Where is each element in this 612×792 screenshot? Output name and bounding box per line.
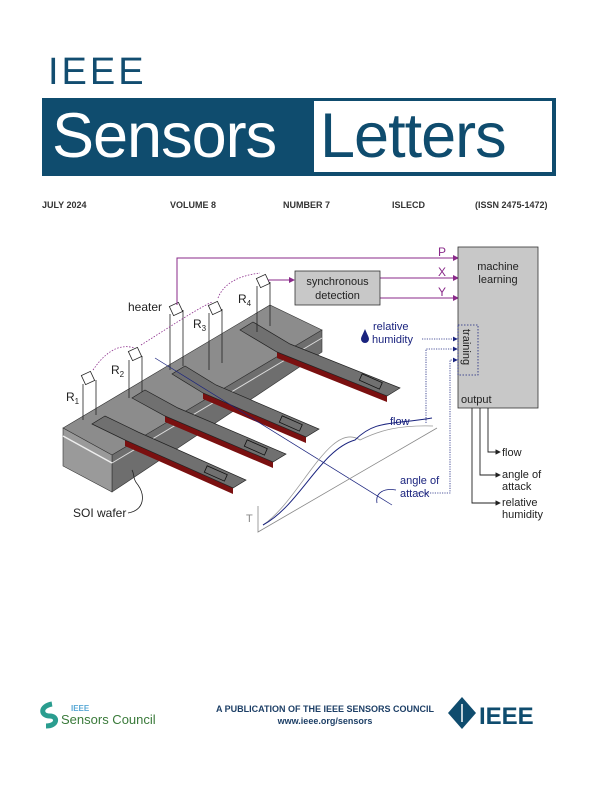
r3-label: R3 (193, 317, 207, 333)
flow-label: flow (390, 416, 410, 428)
r4-label: R4 (238, 292, 252, 308)
heater-label: heater (128, 300, 162, 314)
sensors-council-logo: IEEE Sensors Council (40, 701, 156, 729)
r2-label: R2 (111, 363, 125, 379)
cantilever-beams (91, 321, 401, 494)
journal-title-sensors: Sensors (52, 101, 277, 171)
svg-text:Sensors Council: Sensors Council (61, 712, 156, 727)
aoa-label1: angle of (400, 475, 440, 487)
output-aoa2: attack (502, 481, 532, 493)
machine-learning-box: machine learning training output (457, 246, 539, 409)
output-aoa1: angle of (502, 469, 542, 481)
synchronous-detection-box: synchronous detection (294, 270, 381, 306)
journal-code: ISLECD (392, 200, 426, 210)
beam-4 (239, 321, 401, 402)
svg-text:learning: learning (478, 274, 517, 286)
output-rh2: humidity (502, 509, 543, 521)
signal-p: P (438, 245, 446, 259)
temperature-graph: T (246, 417, 438, 533)
aoa-label2: attack (400, 488, 430, 500)
ieee-logo: IEEE (448, 697, 534, 730)
svg-text:detection: detection (315, 290, 360, 302)
journal-title-letters: Letters (320, 101, 507, 171)
probes (80, 273, 271, 420)
output-rh1: relative (502, 497, 537, 509)
beam-3 (171, 365, 320, 443)
signal-y: Y (438, 285, 446, 299)
issue-number: NUMBER 7 (283, 200, 331, 210)
output-flow: flow (502, 447, 522, 459)
issue-volume: VOLUME 8 (170, 200, 217, 210)
svg-text:IEEE: IEEE (71, 704, 90, 713)
svg-text:IEEE: IEEE (479, 703, 534, 730)
training-label: training (460, 329, 472, 365)
signal-x: X (438, 265, 446, 279)
soi-wafer-label: SOI wafer (73, 506, 126, 520)
svg-text:T: T (246, 513, 253, 525)
r1-label: R1 (66, 390, 80, 406)
publication-statement: A PUBLICATION OF THE IEEE SENSORS COUNCI… (215, 704, 434, 714)
beam-1 (91, 415, 247, 494)
title-white-box (314, 101, 552, 172)
rh-input-label2: humidity (372, 334, 413, 346)
water-drop-icon (361, 329, 369, 343)
svg-text:synchronous: synchronous (306, 276, 369, 288)
publisher-name: IEEE (48, 51, 147, 93)
issue-date: JULY 2024 (42, 200, 87, 210)
svg-text:machine: machine (477, 261, 519, 273)
rh-input-label1: relative (373, 321, 408, 333)
output-label: output (461, 394, 492, 406)
beam-2 (131, 389, 287, 468)
issn: (ISSN 2475-1472) (475, 200, 548, 210)
website-link[interactable]: www.ieee.org/sensors (277, 716, 373, 726)
